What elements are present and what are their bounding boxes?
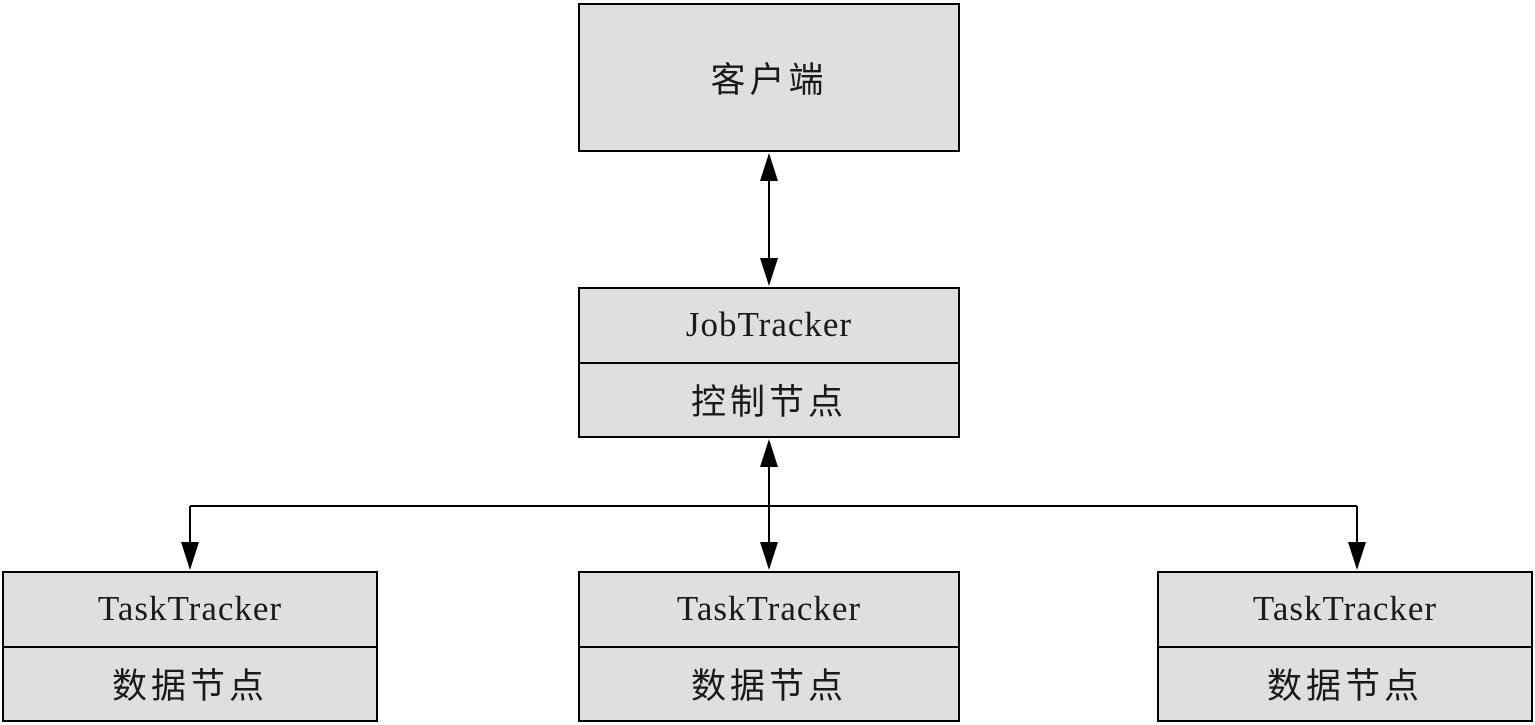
tasktracker-title: TaskTracker bbox=[97, 589, 283, 629]
tasktracker-node-2: TaskTracker 数据节点 bbox=[578, 571, 960, 722]
tasktracker-subtitle: 数据节点 bbox=[1159, 645, 1531, 721]
tasktracker-subtitle: 数据节点 bbox=[4, 645, 376, 721]
arrowhead-down-icon bbox=[181, 542, 199, 570]
arrowhead-up-icon bbox=[760, 153, 778, 181]
tasktracker-node-1: TaskTracker 数据节点 bbox=[2, 571, 378, 722]
arrowhead-down-icon bbox=[760, 258, 778, 286]
arrowhead-down-icon bbox=[1348, 542, 1366, 570]
arrowhead-down-icon bbox=[760, 542, 778, 570]
client-jobtracker-arrow bbox=[760, 153, 778, 286]
tasktracker-subtitle: 数据节点 bbox=[580, 645, 958, 721]
jobtracker-node: JobTracker 控制节点 bbox=[578, 287, 960, 438]
client-node: 客户端 bbox=[578, 3, 960, 152]
fanout-connector bbox=[181, 505, 1366, 570]
tasktracker-title: TaskTracker bbox=[1252, 589, 1438, 629]
arrowhead-up-icon bbox=[760, 439, 778, 467]
jobtracker-subtitle: 控制节点 bbox=[580, 361, 958, 437]
client-label: 客户端 bbox=[710, 61, 828, 100]
jobtracker-title: JobTracker bbox=[685, 305, 853, 345]
tasktracker-node-3: TaskTracker 数据节点 bbox=[1157, 571, 1533, 722]
jobtracker-tasktracker-arrow bbox=[760, 439, 778, 570]
tasktracker-title: TaskTracker bbox=[676, 589, 862, 629]
